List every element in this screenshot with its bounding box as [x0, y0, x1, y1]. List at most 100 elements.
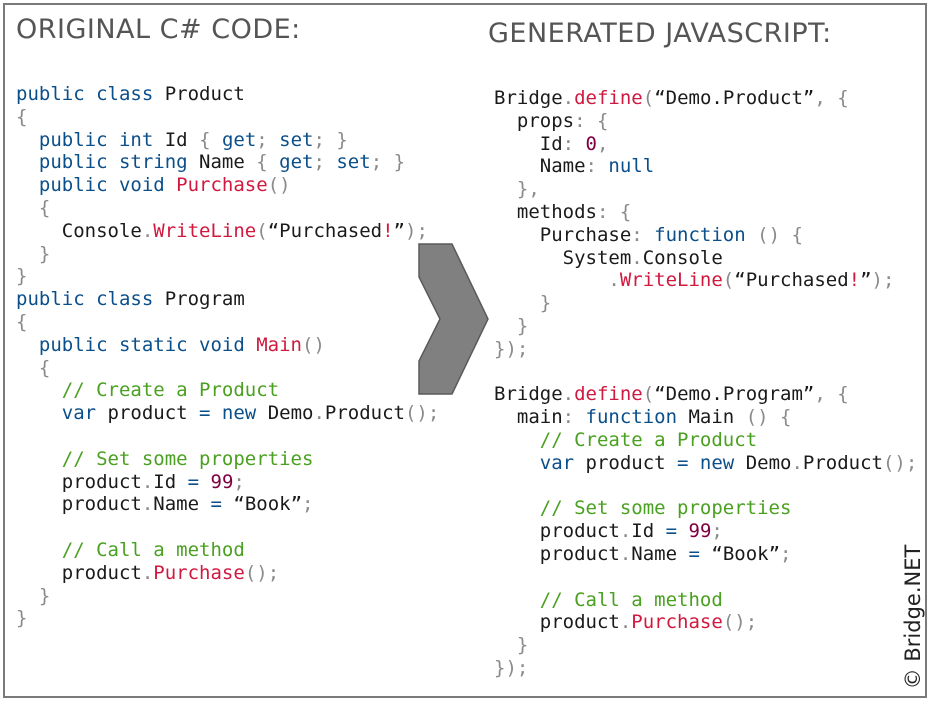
right-arrow-icon: [418, 243, 489, 395]
code-line: [494, 475, 917, 498]
code-token: ,: [596, 132, 609, 155]
code-token: set: [336, 151, 371, 174]
code-token: {: [199, 128, 222, 151]
code-token: }: [539, 292, 552, 315]
code-token: public int: [38, 128, 165, 151]
code-token: WriteLine: [153, 219, 257, 242]
code-token: [16, 585, 39, 607]
code-token: define: [574, 87, 643, 109]
code-line: var product = new Demo.Product();: [16, 402, 440, 425]
code-token: );: [871, 269, 895, 292]
code-token: });: [494, 656, 529, 679]
code-token: Product: [324, 402, 405, 425]
code-token: function: [585, 406, 689, 429]
code-token: get: [279, 151, 314, 174]
code-token: define: [574, 383, 643, 406]
code-token: // Create a Product: [539, 428, 758, 451]
code-token: // Set some properties: [61, 447, 314, 470]
code-line: Name: null: [494, 155, 917, 178]
code-token: public string: [38, 151, 200, 174]
code-token: (: [256, 219, 268, 242]
code-token: [16, 243, 39, 265]
code-token: product: [107, 402, 200, 425]
code-line: public string Name { get; set; }: [16, 151, 439, 174]
code-token: [16, 539, 62, 561]
code-token: Purchase: [494, 223, 632, 246]
code-token: Main: [256, 333, 302, 356]
code-line: {: [16, 311, 439, 334]
javascript-code-block: Bridge.define(“Demo.Product”, { props: {…: [494, 87, 917, 680]
code-token: (): [267, 174, 291, 197]
copyright-label: © Bridge.NET: [901, 544, 925, 690]
code-token: get: [221, 128, 257, 151]
code-token: // Create a Product: [61, 379, 280, 402]
code-token: .: [141, 470, 154, 493]
code-line: // Call a method: [494, 589, 917, 612]
code-token: (: [642, 87, 655, 109]
code-line: public static void Main(): [16, 334, 439, 357]
code-token: // Call a method: [61, 538, 245, 561]
code-token: [16, 197, 39, 219]
code-token: );: [405, 219, 428, 242]
code-token: Console: [16, 219, 142, 242]
code-token: }: [516, 314, 529, 337]
code-token: .: [141, 219, 154, 242]
code-token: .: [619, 611, 632, 634]
code-token: .: [141, 493, 154, 516]
code-token: ;: [780, 542, 792, 565]
code-token: :: [562, 406, 586, 429]
code-token: [16, 379, 62, 401]
code-token: ;: [302, 493, 314, 516]
code-line: Bridge.define(“Demo.Program”, {: [494, 383, 917, 406]
code-line: }: [16, 265, 439, 288]
code-token: Program: [164, 288, 245, 311]
code-line: });: [494, 338, 917, 361]
code-token: });: [494, 337, 529, 360]
code-token: =: [187, 470, 211, 493]
code-token: {: [38, 196, 51, 219]
code-line: {: [16, 357, 439, 380]
code-line: public int Id { get; set; }: [16, 129, 439, 152]
code-token: // Call a method: [539, 588, 723, 611]
code-token: [494, 269, 608, 291]
code-token: Purchase: [176, 174, 268, 197]
code-token: .: [619, 520, 632, 543]
code-token: Main: [688, 406, 746, 429]
code-token: Purchase: [631, 611, 723, 634]
code-token: public class: [16, 288, 165, 311]
code-token: Bridge: [494, 383, 563, 406]
code-token: “Purchased: [734, 269, 849, 292]
code-token: Name: [494, 155, 586, 178]
code-line: }: [494, 292, 917, 315]
code-line: public class Program: [16, 288, 439, 311]
code-token: !: [848, 269, 861, 292]
code-token: [16, 402, 62, 424]
left-panel-title: ORIGINAL C# CODE:: [16, 14, 301, 45]
code-token: :: [631, 223, 655, 246]
code-token: }: [16, 265, 28, 288]
code-line: }: [16, 243, 439, 266]
code-line: // Create a Product: [494, 429, 917, 452]
code-token: :: [585, 155, 609, 178]
code-line: });: [494, 657, 917, 680]
code-token: {: [16, 105, 28, 128]
code-token: // Set some properties: [539, 497, 792, 520]
code-line: Console.WriteLine(“Purchased!”);: [16, 220, 439, 243]
code-token: Product: [164, 83, 245, 105]
code-token: .: [608, 269, 620, 292]
code-token: Id: [494, 132, 563, 155]
code-token: props: [494, 109, 575, 132]
code-token: null: [608, 155, 655, 178]
code-line: },: [494, 178, 917, 201]
code-token: {: [16, 310, 28, 333]
code-token: [494, 178, 517, 200]
code-token: .: [313, 402, 325, 425]
code-token: :: [562, 132, 586, 155]
code-line: product.Purchase();: [494, 611, 917, 634]
code-token: “Demo.Program”: [654, 383, 815, 406]
code-token: .: [619, 542, 632, 565]
code-line: Id: 0,: [494, 133, 917, 156]
code-line: {: [16, 106, 439, 129]
code-token: ();: [404, 402, 440, 425]
code-line: product.Name = “Book”;: [16, 493, 439, 516]
